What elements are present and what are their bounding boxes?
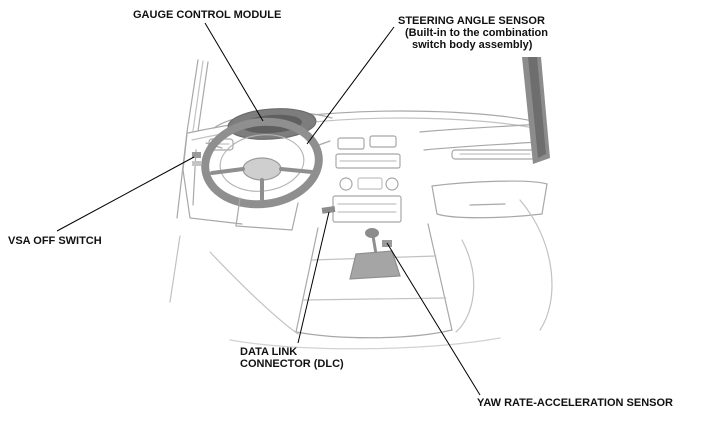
leader-lines [56, 22, 481, 396]
leader-line-data-link-connector [297, 211, 330, 344]
label-vsa-off-switch: VSA OFF SWITCH [8, 235, 102, 247]
label-steering-angle-sensor-note-line1: (Built-in to the combination [405, 27, 548, 39]
leader-line-steering-angle-sensor [306, 26, 395, 145]
label-gauge-control-module: GAUGE CONTROL MODULE [133, 9, 282, 21]
label-yaw-rate-acceleration-sensor: YAW RATE-ACCELERATION SENSOR [477, 397, 673, 409]
label-steering-angle-sensor: STEERING ANGLE SENSOR (Built-in to the c… [398, 15, 548, 51]
leader-line-vsa-off-switch [56, 156, 195, 232]
label-dlc-line1: DATA LINK [240, 346, 298, 358]
leader-line-gauge-control-module [204, 22, 264, 122]
dashboard-sketch [169, 57, 553, 350]
label-dlc-line2: CONNECTOR (DLC) [240, 358, 344, 370]
leader-line-yaw-rate-sensor [386, 242, 481, 396]
label-data-link-connector: DATA LINK CONNECTOR (DLC) [240, 346, 344, 370]
label-steering-angle-sensor-note-line2: switch body assembly) [412, 39, 533, 51]
label-steering-angle-sensor-title: STEERING ANGLE SENSOR [398, 15, 545, 27]
